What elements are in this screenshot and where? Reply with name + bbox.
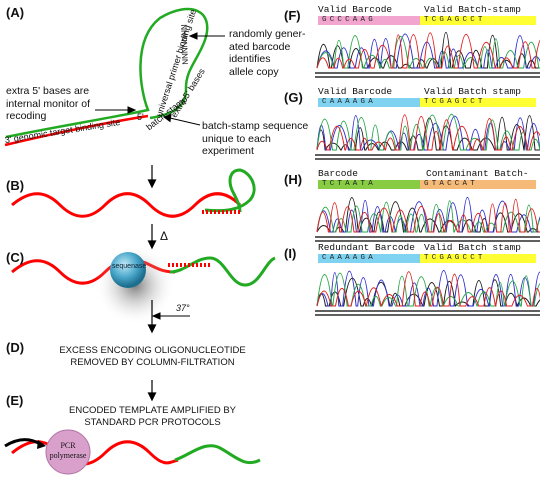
sequenase-sphere [110, 252, 146, 288]
oligo-strand-red [4, 114, 149, 147]
panel-e-line: STANDARD PCR PROTOCOLS [84, 416, 221, 428]
barcode-sequence-box: GCCCAAG [318, 16, 420, 25]
barcode-sequence-box: TCTAATA [318, 180, 420, 189]
trace-label: (H) [284, 172, 303, 187]
trace-curve [316, 197, 540, 233]
note-barcode: randomly gener- ated barcode identifies … [229, 28, 305, 78]
template-red-b [11, 192, 242, 218]
trace-right-title: Valid Batch-stamp [424, 4, 521, 15]
oligo-loop-green [5, 7, 209, 139]
temp-label: 37° [176, 303, 190, 313]
trace-label: (G) [284, 90, 303, 105]
panel-e-caption: ENCODED TEMPLATE AMPLIFIED BY STANDARD P… [40, 405, 265, 428]
pcr-polymerase-label: PCR polymerase [48, 441, 88, 460]
pcr-label-line: polymerase [49, 450, 87, 460]
trace-curve [316, 269, 540, 307]
pcr-polymerase-sphere [45, 429, 91, 475]
arrow-d-to-e [147, 380, 157, 402]
note-extra-line: extra 5' bases are [6, 85, 90, 97]
panel-d-caption: EXCESS ENCODING OLIGONUCLEOTIDE REMOVED … [40, 345, 265, 368]
trace-curve [316, 114, 540, 151]
barcode-sequence-box: CAAAAGA [318, 98, 420, 107]
panel-e-line: ENCODED TEMPLATE AMPLIFIED BY [69, 405, 236, 416]
arrow-a-to-b [147, 165, 157, 189]
trace-curve [316, 35, 540, 70]
trace-left-title: Valid Barcode [318, 86, 393, 97]
note-barcode-line: identifies [229, 53, 271, 65]
note-batch-line: batch-stamp sequence [202, 120, 309, 132]
template-green-e [174, 444, 261, 465]
panel-c-label: (C) [6, 250, 25, 265]
trace-curve [316, 271, 540, 307]
trace-left-title: Redundant Barcode [318, 242, 415, 253]
barcode-sequence-box: CAAAAGA [318, 254, 420, 263]
chromatogram [315, 269, 540, 316]
sequenase-label: sequenase [112, 263, 147, 270]
trace-left-title: Barcode [318, 168, 358, 179]
trace-curve [316, 32, 540, 69]
chromatogram [315, 31, 540, 78]
trace-curve [316, 196, 540, 233]
panel-d-line: REMOVED BY COLUMN-FILTRATION [70, 356, 235, 368]
trace-curve [316, 272, 540, 307]
trace-right-title: Valid Batch stamp [424, 242, 521, 253]
trace-curve [316, 115, 540, 151]
note-barcode-line: randomly gener- [229, 28, 306, 40]
panel-d-label: (D) [6, 340, 25, 355]
panel-b-label: (B) [6, 178, 25, 193]
workflow-diagram [4, 7, 276, 475]
trace-curve [316, 198, 540, 233]
note-extra-line: recoding [6, 110, 47, 122]
arrow-barcode [188, 32, 225, 40]
template-red-e [11, 440, 179, 466]
batch-sequence-box: TCGAGCCT [420, 16, 536, 25]
arrow-extra [95, 106, 137, 114]
trace-curve [316, 31, 540, 69]
batch-sequence-box: TCGAGCCT [420, 254, 536, 263]
note-extra-line: internal monitor of [6, 97, 91, 110]
note-barcode-line: allele copy [229, 65, 279, 78]
panel-a-label: (A) [6, 5, 25, 20]
arrow-batch [162, 113, 201, 126]
trace-label: (I) [284, 246, 297, 261]
batch-sequence-box: TCGAGCCT [420, 98, 536, 107]
arrow-c-to-d [147, 300, 157, 334]
trace-curve [316, 33, 540, 69]
chromatogram [315, 196, 540, 242]
trace-curve [316, 277, 540, 308]
five-prime-text: 5' [137, 112, 144, 122]
note-barcode-line: ated barcode [229, 40, 291, 53]
pcr-primer-arrow [4, 438, 41, 448]
trace-left-title: Valid Barcode [318, 4, 393, 15]
trace-right-title: Valid Batch stamp [424, 86, 521, 97]
batch-sequence-box: GTACCAT [420, 180, 536, 189]
pcr-label-line: PCR [60, 441, 76, 450]
delta-symbol: Δ [160, 229, 169, 243]
arrow-b-to-c [147, 224, 157, 250]
chromatogram [315, 114, 540, 160]
note-batch: batch-stamp sequence unique to each expe… [202, 120, 308, 158]
panel-e-label: (E) [6, 393, 24, 408]
note-batch-line: unique to each [202, 132, 271, 145]
panel-d-line: EXCESS ENCODING OLIGONUCLEOTIDE [59, 345, 246, 356]
note-batch-line: experiment [202, 145, 254, 157]
primer-green-b [204, 168, 256, 213]
arrow-37 [151, 312, 190, 320]
trace-curve [316, 114, 540, 151]
trace-label: (F) [284, 8, 301, 23]
note-extra: extra 5' bases are internal monitor of r… [6, 85, 90, 123]
